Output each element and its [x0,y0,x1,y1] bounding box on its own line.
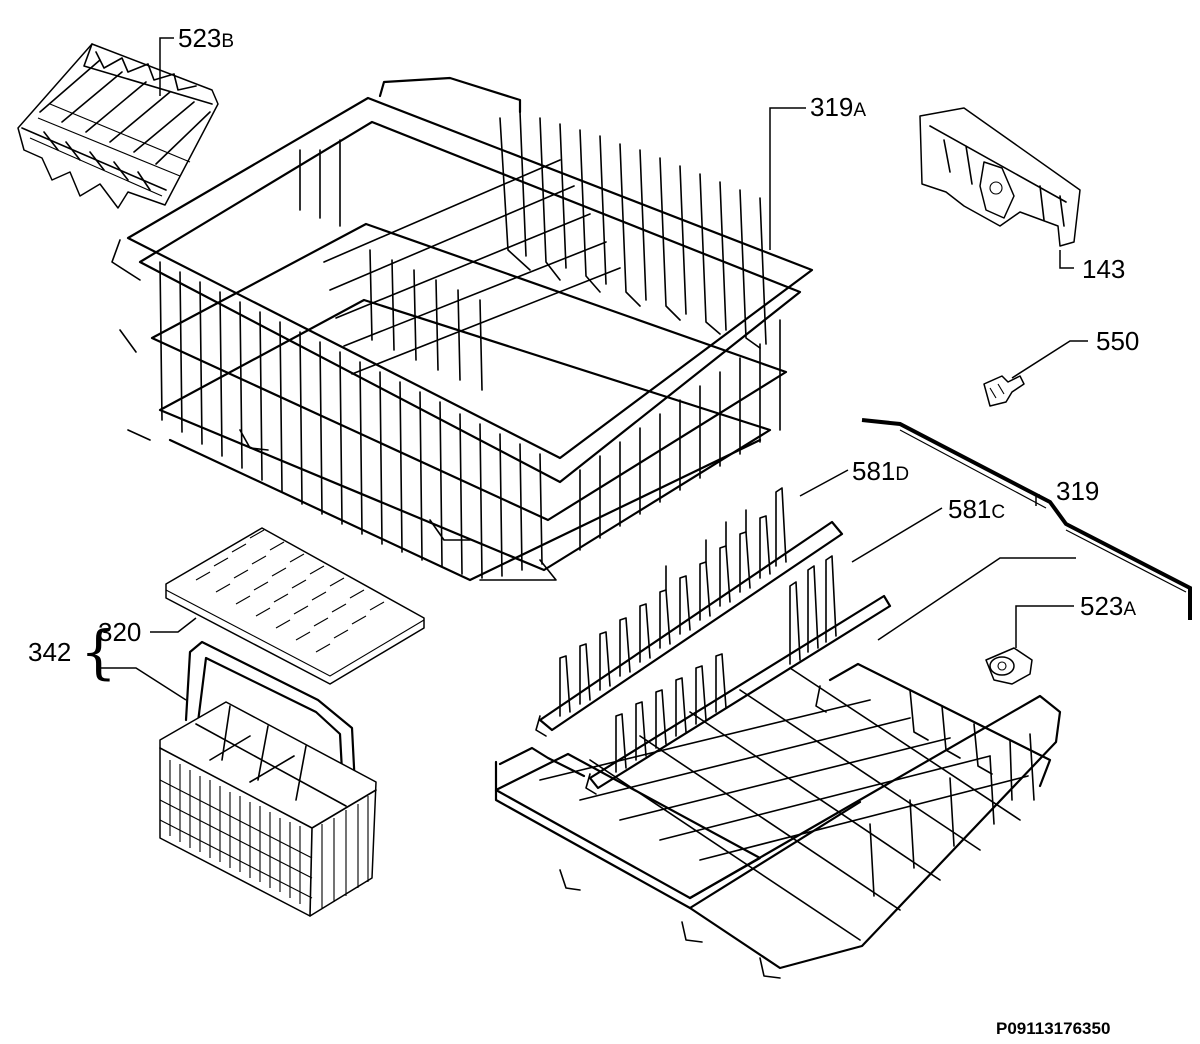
cutlery-lid-320 [165,527,425,685]
strip-319 [861,418,1192,620]
brace-icon: { [80,618,117,686]
label-320: 320 [98,617,141,647]
label-523b: 523B [178,23,234,53]
label-342: 342 [28,637,71,667]
label-143: 143 [1082,254,1125,284]
leader-lines [98,37,1088,701]
reference-code: P09113176350 [996,1019,1110,1038]
label-319: 319 [1056,476,1099,506]
label-581d: 581D [852,456,909,486]
label-581c: 581C [948,494,1005,524]
tine-row-581c [585,555,892,795]
cutlery-basket-342 [159,640,377,917]
cup-rack-523b [17,43,219,209]
tine-row-581d [535,487,844,737]
label-550: 550 [1096,326,1139,356]
label-319a: 319A [810,92,866,122]
part-labels: 523B 319A 143 550 319 581D 581C 523A 320… [28,23,1139,1038]
upper-basket-319a [111,76,814,582]
wheel-523a [985,647,1033,685]
lower-basket [494,662,1062,979]
label-523a: 523A [1080,591,1136,621]
rail-bracket-143 [919,107,1081,247]
pin-550 [983,375,1025,407]
